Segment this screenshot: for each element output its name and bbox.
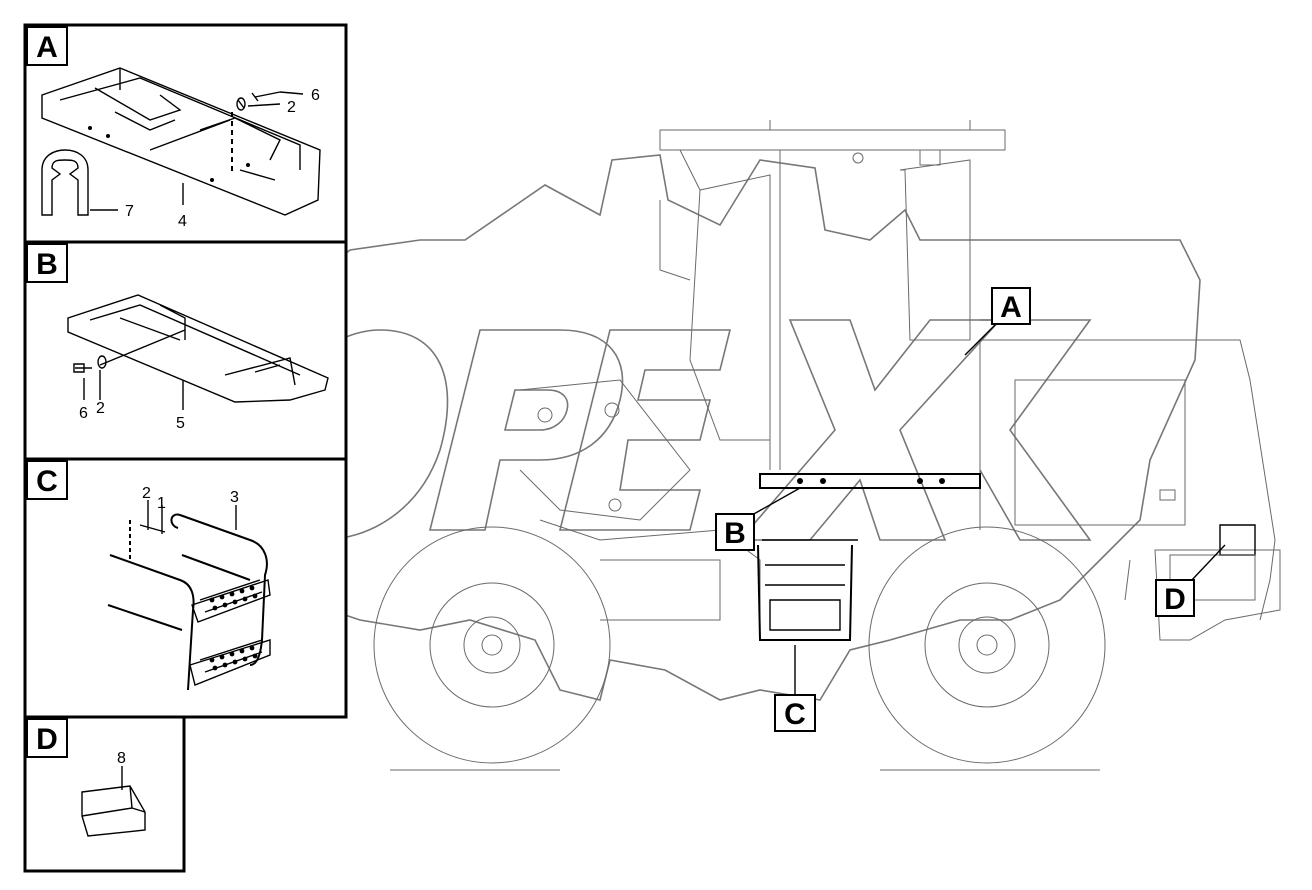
callout-d: D bbox=[1155, 544, 1226, 617]
callout-b-label: B bbox=[724, 517, 746, 550]
panel-b-part-6: 6 bbox=[79, 405, 88, 422]
panel-c-ladder bbox=[107, 513, 268, 691]
panel-c: C 2 1 3 bbox=[23, 457, 348, 719]
rear-wheel bbox=[868, 526, 1106, 764]
panel-b-part-5: 5 bbox=[176, 415, 185, 432]
panel-a-letter: A bbox=[36, 31, 58, 64]
panel-a-frame bbox=[41, 67, 321, 216]
callout-c: C bbox=[774, 645, 816, 732]
callout-a-label: A bbox=[1000, 291, 1022, 324]
panel-d-letter: D bbox=[36, 723, 58, 756]
panel-b-frame bbox=[67, 294, 329, 403]
watermark-letter-x bbox=[738, 319, 1002, 541]
callout-b: B bbox=[715, 487, 801, 551]
panel-a-part-6: 6 bbox=[311, 87, 320, 104]
watermark-letter-p bbox=[428, 329, 624, 531]
panel-a-part-7: 7 bbox=[125, 203, 134, 220]
panel-c-part-1: 1 bbox=[157, 495, 166, 512]
watermark-letter-x2 bbox=[979, 319, 1092, 541]
callout-c-label: C bbox=[784, 698, 806, 731]
panel-b: B 6 2 5 bbox=[23, 240, 348, 461]
panel-a-part-4: 4 bbox=[178, 213, 187, 230]
watermark-letter-e bbox=[558, 329, 732, 531]
panel-c-part-2: 2 bbox=[142, 485, 151, 502]
step-dots bbox=[209, 585, 258, 671]
front-wheel bbox=[373, 526, 611, 764]
callout-a: A bbox=[964, 287, 1031, 356]
panel-d-part-8: 8 bbox=[117, 750, 126, 767]
panel-d: D 8 bbox=[23, 715, 186, 873]
panel-b-part-2: 2 bbox=[96, 400, 105, 417]
panel-a-part-2: 2 bbox=[287, 99, 296, 116]
panel-b-letter: B bbox=[36, 248, 58, 281]
panel-c-letter: C bbox=[36, 465, 58, 498]
callout-d-label: D bbox=[1164, 583, 1186, 616]
panel-d-block bbox=[81, 785, 146, 837]
panel-a: A 6 2 7 4 bbox=[23, 23, 348, 244]
panel-c-part-3: 3 bbox=[230, 489, 239, 506]
edge-trim-profile bbox=[41, 149, 89, 216]
machine-drawing bbox=[373, 120, 1281, 771]
